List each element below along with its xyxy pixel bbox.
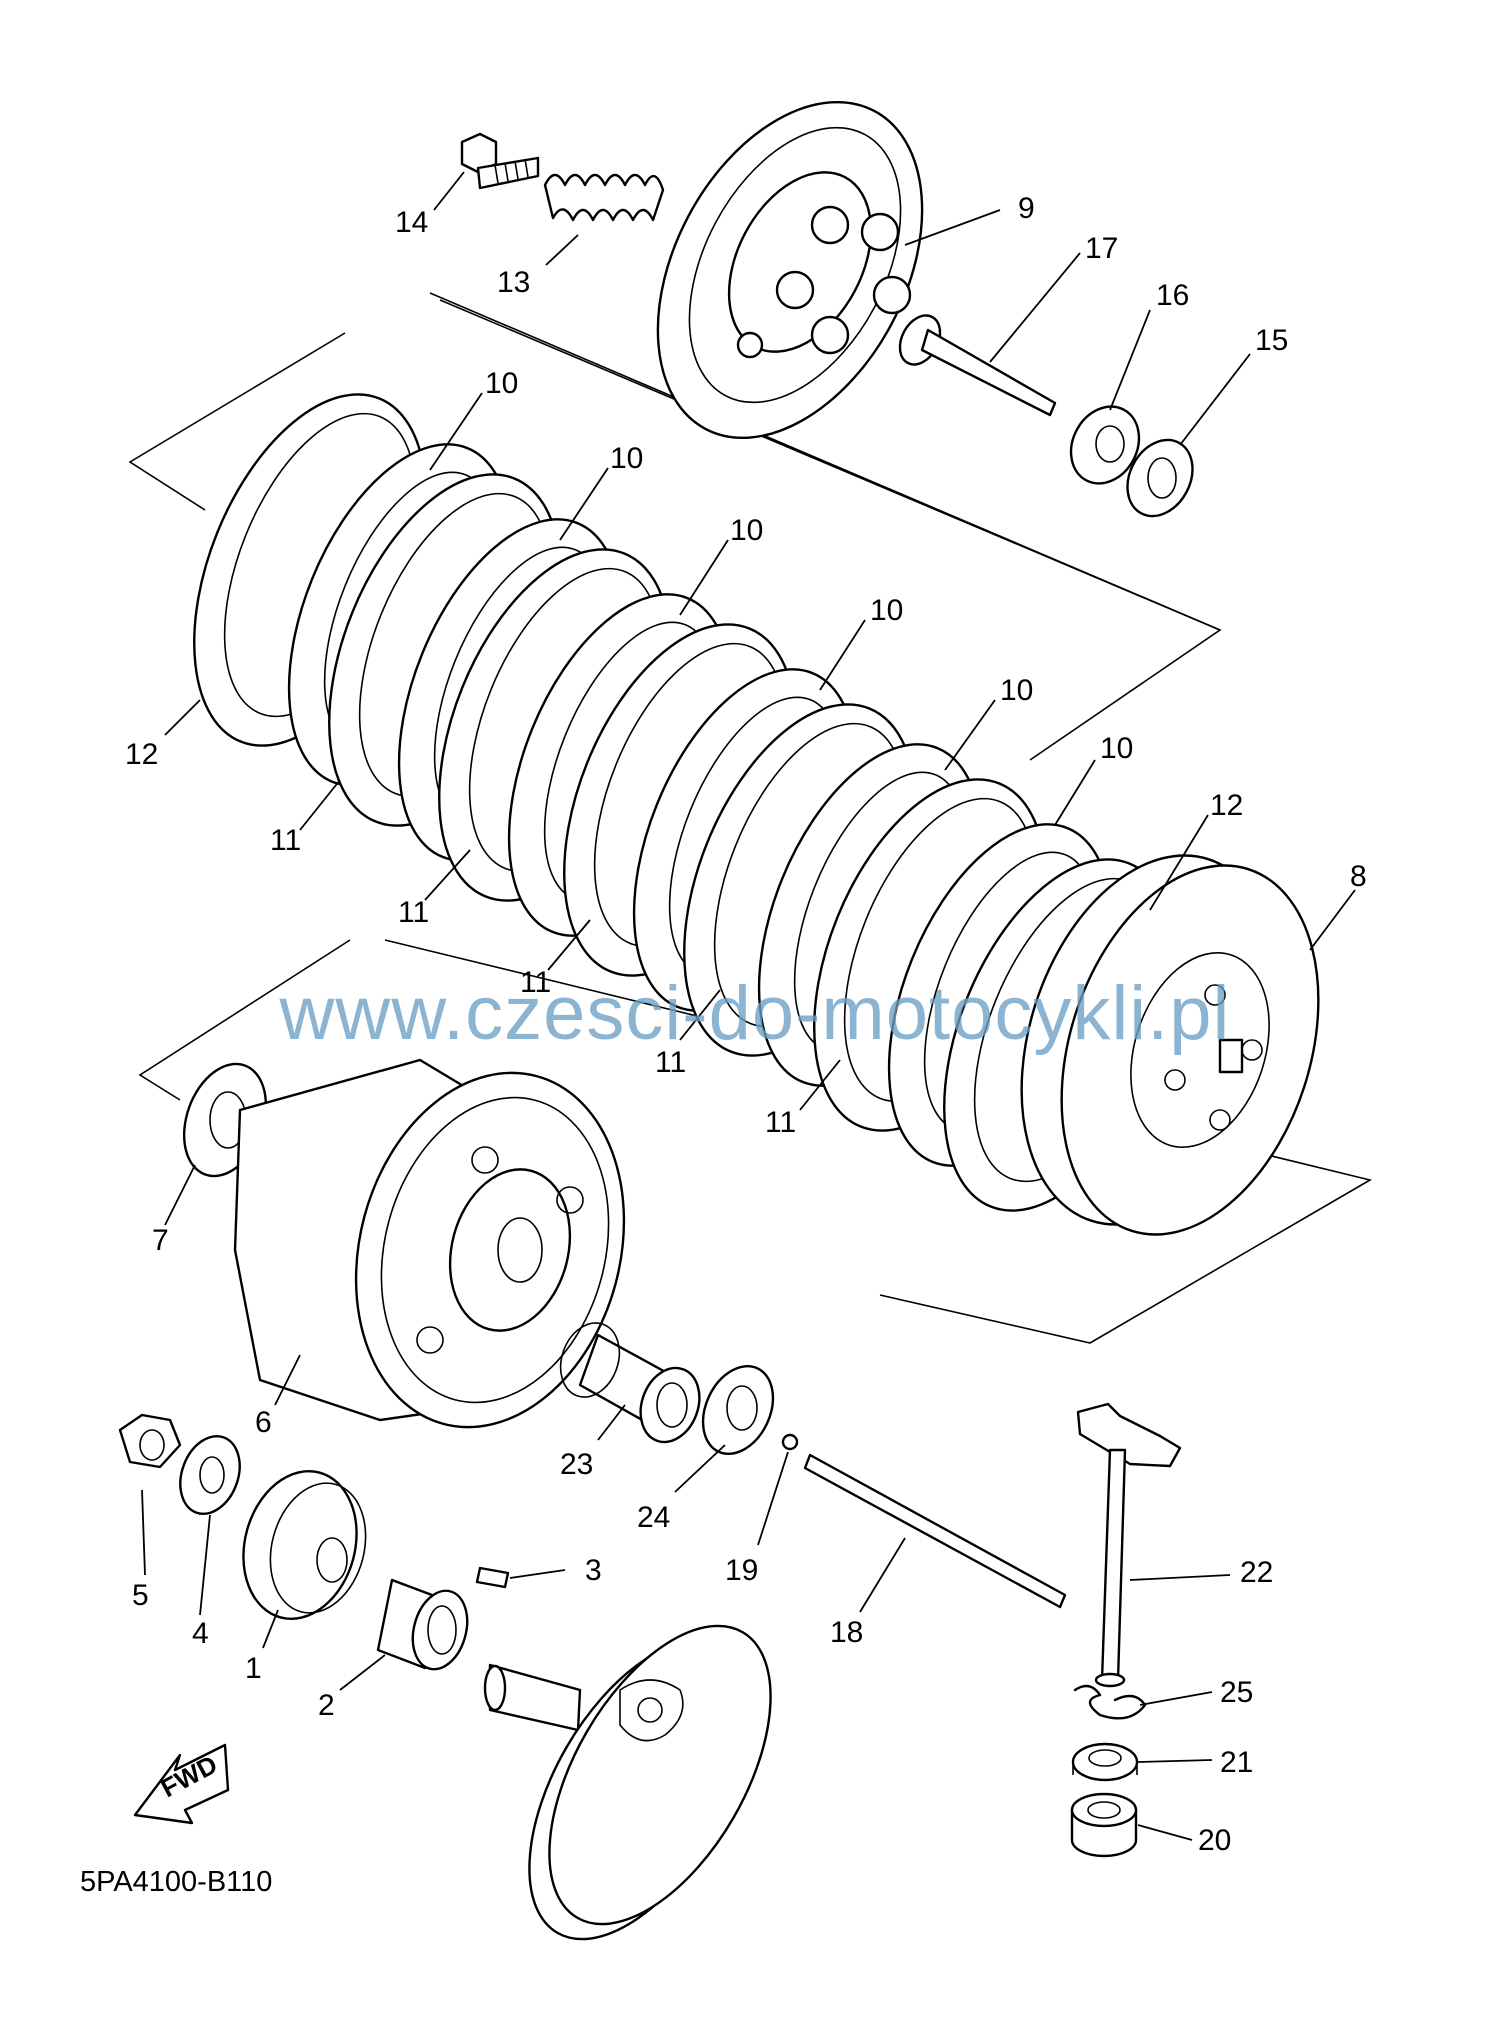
callout-25: 25 xyxy=(1220,1676,1253,1709)
callout-10-c: 10 xyxy=(730,514,763,547)
callout-10-e: 10 xyxy=(1000,674,1033,707)
part-5-nut xyxy=(118,1413,182,1469)
part-17-push-rod xyxy=(898,314,1057,417)
leader-lines xyxy=(141,171,1356,1841)
callout-3: 3 xyxy=(585,1554,602,1587)
callout-11-a: 11 xyxy=(270,824,301,857)
callout-8: 8 xyxy=(1350,860,1367,893)
callout-16: 16 xyxy=(1156,279,1189,312)
part-15-washer xyxy=(1126,438,1194,518)
part-20-bearing xyxy=(1070,1792,1138,1858)
part-24-washer xyxy=(701,1364,775,1456)
callout-21: 21 xyxy=(1220,1746,1253,1779)
callout-labels: 14 13 9 17 16 15 10 10 10 10 10 10 12 12… xyxy=(125,192,1367,1857)
part-6-clutch-housing xyxy=(233,1058,626,1429)
callout-11-e: 11 xyxy=(765,1106,796,1139)
callout-2: 2 xyxy=(318,1689,335,1722)
part-4-washer xyxy=(179,1435,241,1515)
part-18-push-rod xyxy=(803,1453,1067,1609)
callout-7: 7 xyxy=(152,1224,169,1257)
part-9-pressure-plate xyxy=(656,100,924,440)
diagram-code: 5PA4100-B110 xyxy=(80,1866,273,1898)
clutch-plate-stack xyxy=(193,393,1177,1212)
part-1-gear xyxy=(242,1469,367,1621)
callout-11-c: 11 xyxy=(520,966,551,999)
callout-17: 17 xyxy=(1085,232,1118,265)
website-watermark: www.czesci-do-motocykli.pl xyxy=(279,971,1231,1056)
callout-9: 9 xyxy=(1018,192,1035,225)
callout-6: 6 xyxy=(255,1406,272,1439)
callout-11-d: 11 xyxy=(655,1046,686,1079)
part-14-bolt xyxy=(460,132,540,190)
callout-20: 20 xyxy=(1198,1824,1231,1857)
callout-15: 15 xyxy=(1255,324,1288,357)
part-22-push-lever-shaft xyxy=(1076,1402,1182,1688)
callout-23: 23 xyxy=(560,1448,593,1481)
crank-assembly xyxy=(483,1624,772,1941)
callout-12-a: 12 xyxy=(125,738,158,771)
part-13-spring xyxy=(543,173,665,222)
part-21-oil-seal xyxy=(1071,1742,1139,1782)
callout-4: 4 xyxy=(192,1617,209,1650)
callout-10-a: 10 xyxy=(485,367,518,400)
callout-19: 19 xyxy=(725,1554,758,1587)
callout-10-d: 10 xyxy=(870,594,903,627)
part-19-ball xyxy=(781,1433,799,1451)
part-8-clutch-boss xyxy=(1020,854,1320,1236)
part-2-collar xyxy=(376,1578,469,1671)
part-25-spring-clip xyxy=(1073,1684,1147,1720)
fwd-direction-arrow: FWD xyxy=(133,1743,230,1825)
callout-10-b: 10 xyxy=(610,442,643,475)
part-23-collar xyxy=(559,1322,701,1444)
callout-13: 13 xyxy=(497,266,530,299)
callout-5: 5 xyxy=(132,1579,149,1612)
callout-14: 14 xyxy=(395,206,428,239)
callout-24: 24 xyxy=(637,1501,670,1534)
callout-12-b: 12 xyxy=(1210,789,1243,822)
callout-11-b: 11 xyxy=(398,896,429,929)
part-3-key xyxy=(475,1566,510,1589)
callout-22: 22 xyxy=(1240,1556,1273,1589)
callout-10-f: 10 xyxy=(1100,732,1133,765)
part-16-nut xyxy=(1069,405,1141,485)
callout-1: 1 xyxy=(245,1652,262,1685)
callout-18: 18 xyxy=(830,1616,863,1649)
